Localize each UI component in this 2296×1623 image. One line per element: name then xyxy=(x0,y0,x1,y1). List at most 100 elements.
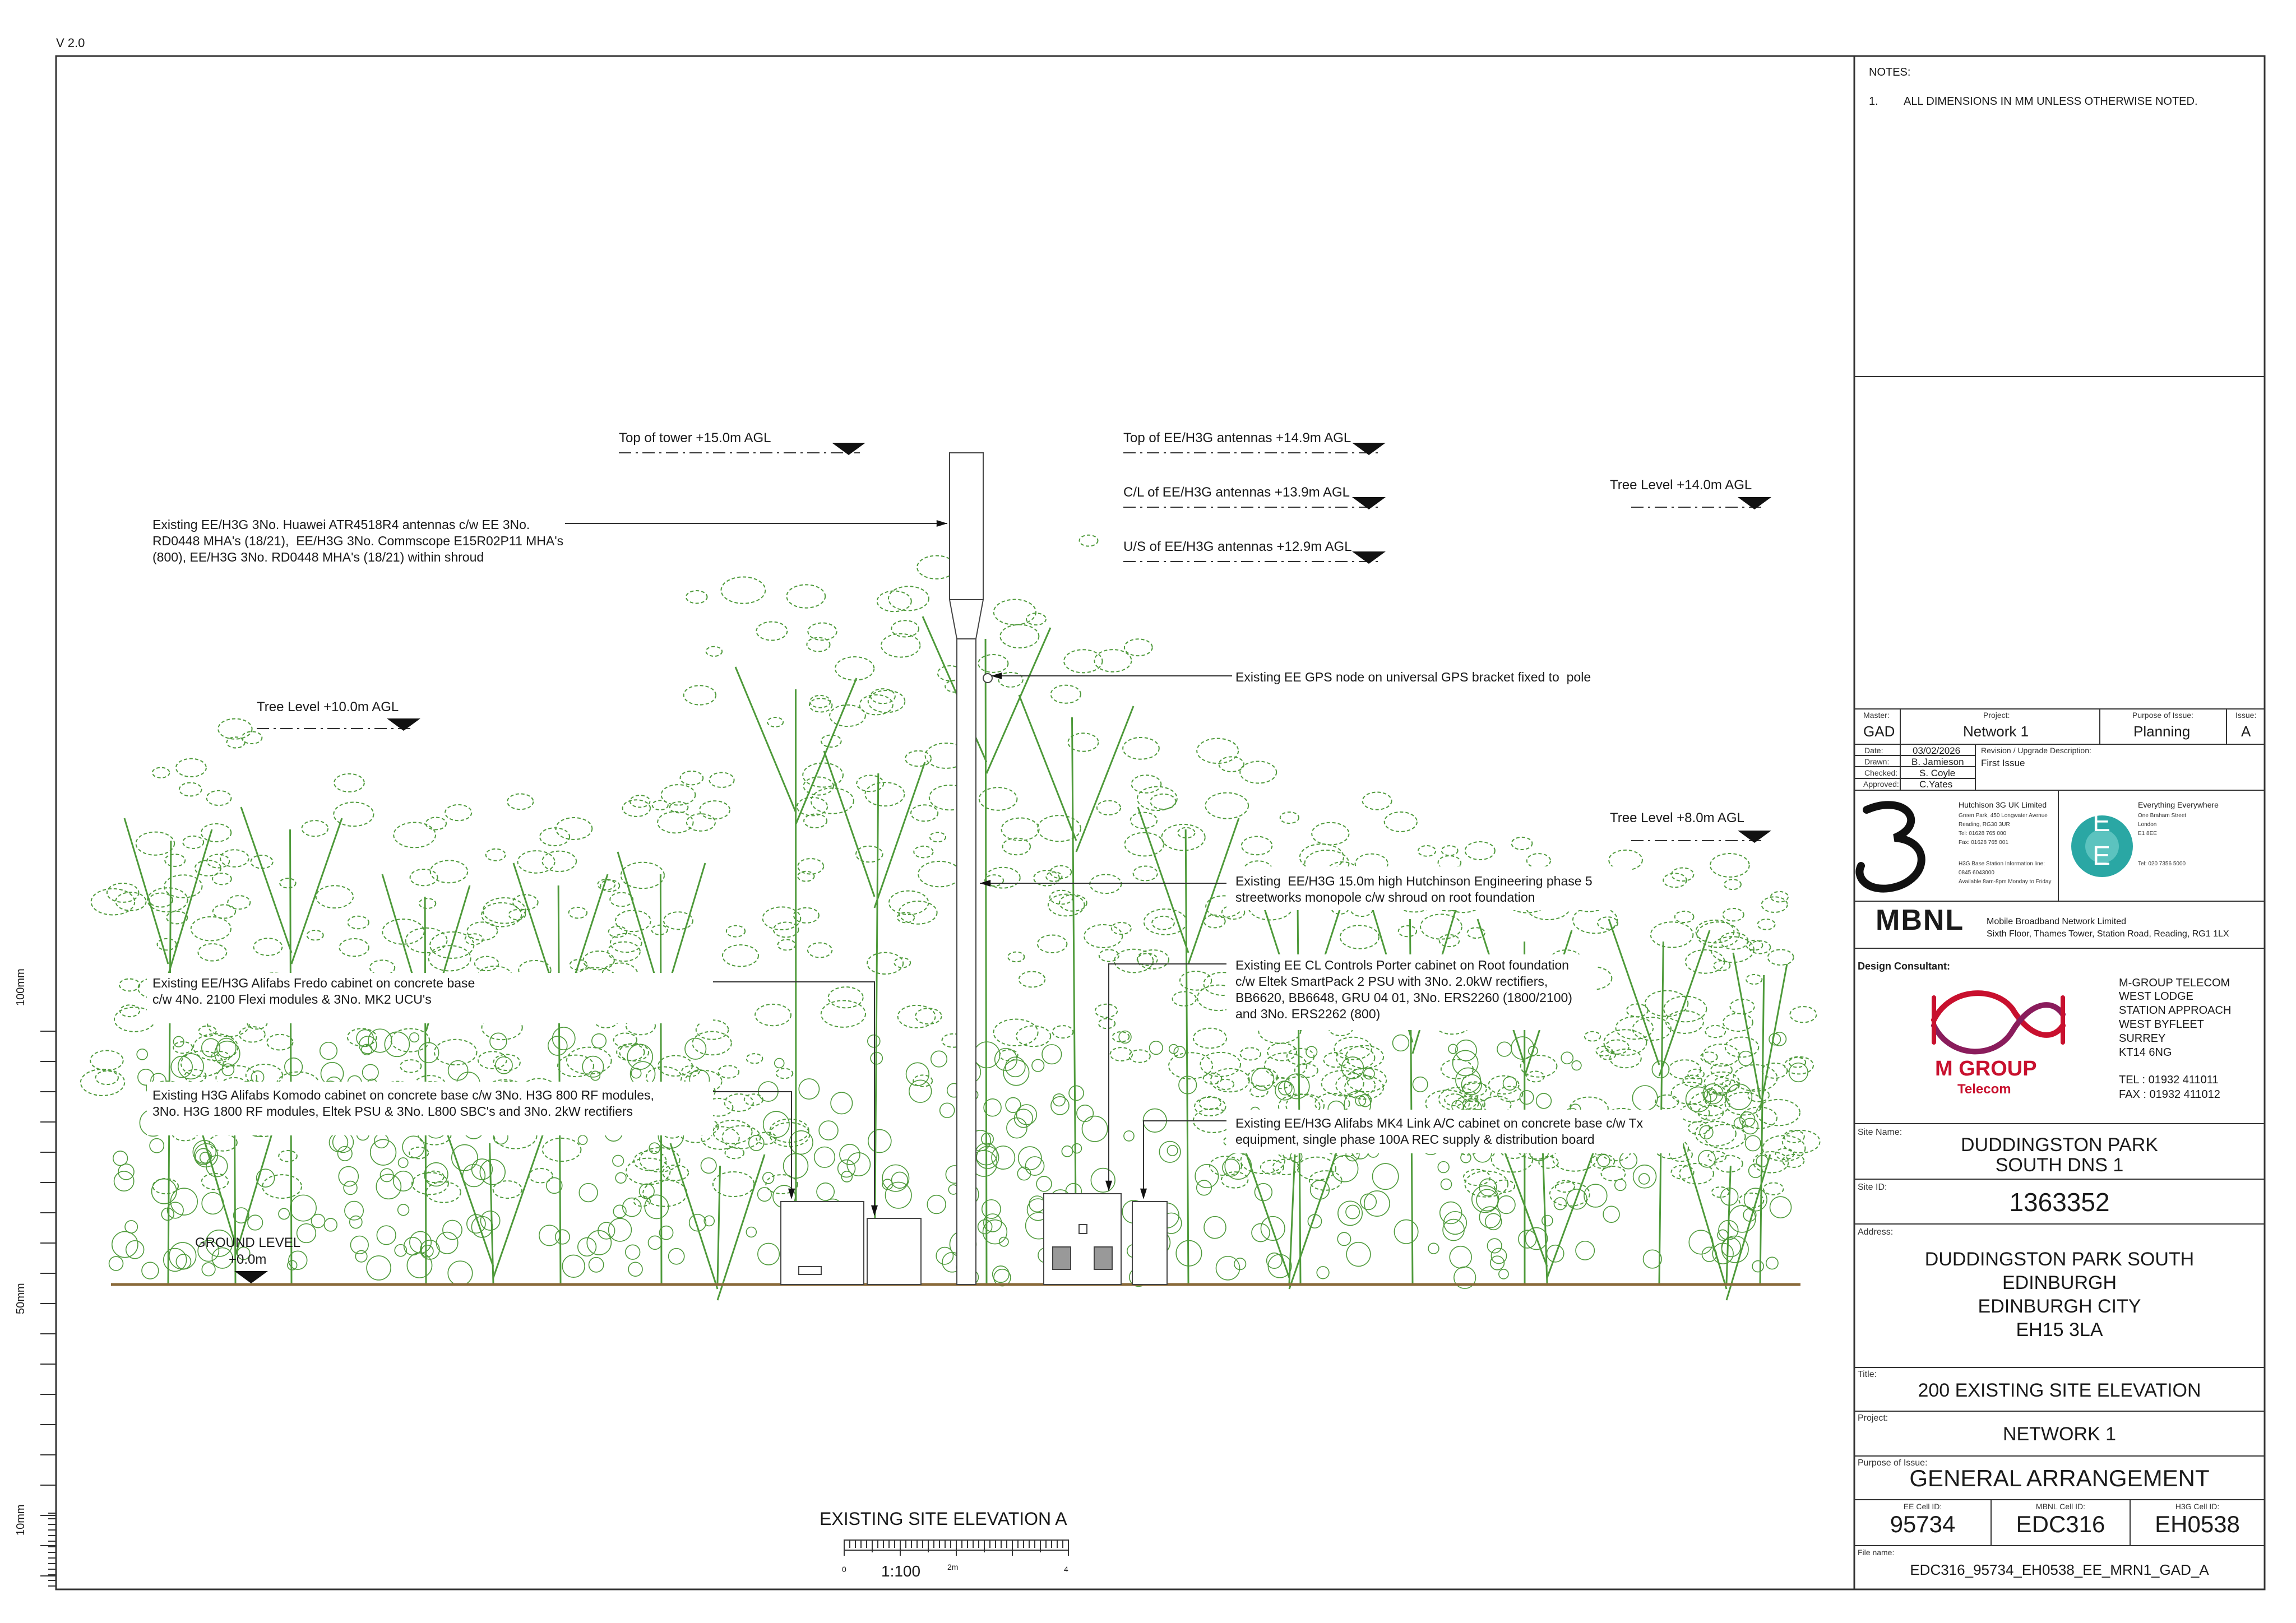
site-name-line-1: DUDDINGSTON PARK xyxy=(1960,1134,2158,1156)
level-tree-8: Tree Level +8.0m AGL xyxy=(1610,810,1744,826)
ground-level-value: +0.0m xyxy=(229,1252,267,1267)
gps-node xyxy=(983,673,993,683)
monopole xyxy=(949,452,993,1285)
row-purpose-value: Planning xyxy=(2133,723,2191,740)
annotation-fredo: Existing EE/H3G Alifabs Fredo cabinet on… xyxy=(152,976,475,1007)
date-label: Date: xyxy=(1864,746,1883,755)
fredo-cabinet xyxy=(867,1218,922,1285)
address-line-1: DUDDINGSTON PARK SOUTH xyxy=(1924,1249,2195,1270)
consultant-fax: FAX : 01932 411012 xyxy=(2119,1088,2220,1101)
mbnl-cell-label: MBNL Cell ID: xyxy=(2035,1502,2086,1511)
drawing-border xyxy=(55,55,2266,1590)
master-label: Master: xyxy=(1863,711,1890,720)
master-value: GAD xyxy=(1863,723,1895,740)
consultant-address-3: STATION APPROACH xyxy=(2119,1004,2232,1017)
date-value: 03/02/2026 xyxy=(1913,745,1961,756)
purpose-label: Purpose of Issue: xyxy=(1858,1458,1928,1468)
address-label: Address: xyxy=(1858,1227,1894,1237)
drawing-title: 200 EXISTING SITE ELEVATION xyxy=(1918,1380,2201,1401)
consultant-address-2: WEST LODGE xyxy=(2119,990,2193,1003)
ee-cell-value: 95734 xyxy=(1890,1511,1956,1537)
ee-address-1: One Braham Street xyxy=(2138,813,2187,819)
version-label: V 2.0 xyxy=(56,36,85,50)
scale-tick-2m: 2m xyxy=(947,1562,959,1571)
mgroup-logo-sub: Telecom xyxy=(1957,1082,2011,1097)
three-info-3: Available 8am-8pm Monday to Friday xyxy=(1959,879,2052,885)
level-cl-antennas: C/L of EE/H3G antennas +13.9m AGL xyxy=(1123,485,1350,500)
three-fax: Fax: 01628 765 001 xyxy=(1959,840,2008,846)
address-line-4: EH15 3LA xyxy=(2016,1319,2103,1341)
tree-canopy xyxy=(80,534,1821,1301)
row-project-label: Project: xyxy=(1983,711,2010,720)
annotation-mk4: Existing EE/H3G Alifabs MK4 Link A/C cab… xyxy=(1235,1116,1643,1147)
cabinets xyxy=(780,1193,1168,1285)
three-tel: Tel: 01628 765 000 xyxy=(1959,831,2007,837)
mbnl-name: Mobile Broadband Network Limited xyxy=(1987,917,2127,926)
checked-value: S. Coyle xyxy=(1919,768,1956,778)
three-address-2: Reading, RG30 3UR xyxy=(1959,822,2010,828)
site-id-label: Site ID: xyxy=(1858,1183,1887,1192)
checked-label: Checked: xyxy=(1864,768,1898,777)
mgroup-logo-name: M GROUP xyxy=(1935,1057,2037,1081)
note-text: ALL DIMENSIONS IN MM UNLESS OTHERWISE NO… xyxy=(1904,95,2198,108)
row-project-value: Network 1 xyxy=(1963,723,2029,740)
address-line-3: EDINBURGH CITY xyxy=(1978,1296,2141,1317)
row-purpose-label: Purpose of Issue: xyxy=(2132,711,2193,720)
mbnl-cell-value: EDC316 xyxy=(2016,1511,2105,1537)
approved-value: C.Yates xyxy=(1919,779,1953,790)
level-top-antennas: Top of EE/H3G antennas +14.9m AGL xyxy=(1123,430,1351,446)
annotation-porter: Existing EE CL Controls Porter cabinet o… xyxy=(1235,958,1572,1021)
ee-logo xyxy=(2071,815,2133,877)
ee-logo-letter-1: E xyxy=(2093,808,2111,837)
side-scale-10: 10mm xyxy=(15,1504,27,1536)
mbnl-logo: MBNL xyxy=(1876,904,1965,936)
level-top-of-tower: Top of tower +15.0m AGL xyxy=(619,430,771,446)
consultant-tel: TEL : 01932 411011 xyxy=(2119,1074,2219,1086)
address-line-2: EDINBURGH xyxy=(2002,1272,2117,1293)
level-tree-10: Tree Level +10.0m AGL xyxy=(257,699,399,715)
side-scale-100: 100mm xyxy=(15,968,27,1006)
consultant-address-5: SURREY xyxy=(2119,1032,2166,1045)
scale-tick-4: 4 xyxy=(1064,1565,1068,1574)
issue-value: A xyxy=(2241,723,2251,740)
three-logo xyxy=(1855,801,1925,893)
level-us-antennas: U/S of EE/H3G antennas +12.9m AGL xyxy=(1123,539,1352,554)
mbnl-address: Sixth Floor, Thames Tower, Station Road,… xyxy=(1987,929,2229,939)
drawn-value: B. Jamieson xyxy=(1911,757,1964,767)
approved-label: Approved: xyxy=(1863,780,1899,789)
site-name-line-2: SOUTH DNS 1 xyxy=(1995,1154,2124,1176)
scale-label: 1:100 xyxy=(881,1562,921,1580)
ground-level-label: GROUND LEVEL xyxy=(195,1235,301,1250)
consultant-address-6: KT14 6NG xyxy=(2119,1046,2172,1059)
issue-label: Issue: xyxy=(2235,711,2257,720)
title-block-grid xyxy=(1854,708,2265,1546)
three-company-name: Hutchison 3G UK Limited xyxy=(1959,800,2047,809)
three-address-1: Green Park, 450 Longwater Avenue xyxy=(1959,813,2048,819)
project-label: Project: xyxy=(1858,1413,1888,1423)
scale-tick-0: 0 xyxy=(842,1565,846,1574)
annotation-gps: Existing EE GPS node on universal GPS br… xyxy=(1235,670,1591,684)
annotation-antennas: Existing EE/H3G 3No. Huawei ATR4518R4 an… xyxy=(152,517,564,564)
drawn-label: Drawn: xyxy=(1864,757,1890,766)
revision-text: First Issue xyxy=(1981,758,2025,768)
ee-address-2: London xyxy=(2138,822,2157,828)
consultant-label: Design Consultant: xyxy=(1858,961,1950,972)
annotation-monopole: Existing EE/H3G 15.0m high Hutchinson En… xyxy=(1235,874,1593,905)
site-id-value: 1363352 xyxy=(2009,1188,2110,1217)
note-number: 1. xyxy=(1869,95,1878,108)
ee-logo-letter-2: E xyxy=(2093,841,2111,871)
three-info-2: 0845 6043000 xyxy=(1959,870,1994,876)
h3g-cell-label: H3G Cell ID: xyxy=(2175,1502,2220,1511)
file-name-value: EDC316_95734_EH0538_EE_MRN1_GAD_A xyxy=(1910,1561,2209,1578)
annotation-komodo: Existing H3G Alifabs Komodo cabinet on c… xyxy=(152,1088,654,1119)
ee-address-3: E1 8EE xyxy=(2138,831,2157,837)
porter-cabinet xyxy=(1043,1193,1122,1285)
file-name-label: File name: xyxy=(1858,1548,1895,1557)
consultant-address-4: WEST BYFLEET xyxy=(2119,1018,2204,1031)
ee-cell-label: EE Cell ID: xyxy=(1903,1502,1942,1511)
notes-heading: NOTES: xyxy=(1869,66,1911,78)
view-title: EXISTING SITE ELEVATION A xyxy=(820,1509,1067,1529)
title-label: Title: xyxy=(1858,1370,1877,1379)
ee-company-name: Everything Everywhere xyxy=(2138,800,2219,809)
project-value: NETWORK 1 xyxy=(2002,1423,2117,1445)
